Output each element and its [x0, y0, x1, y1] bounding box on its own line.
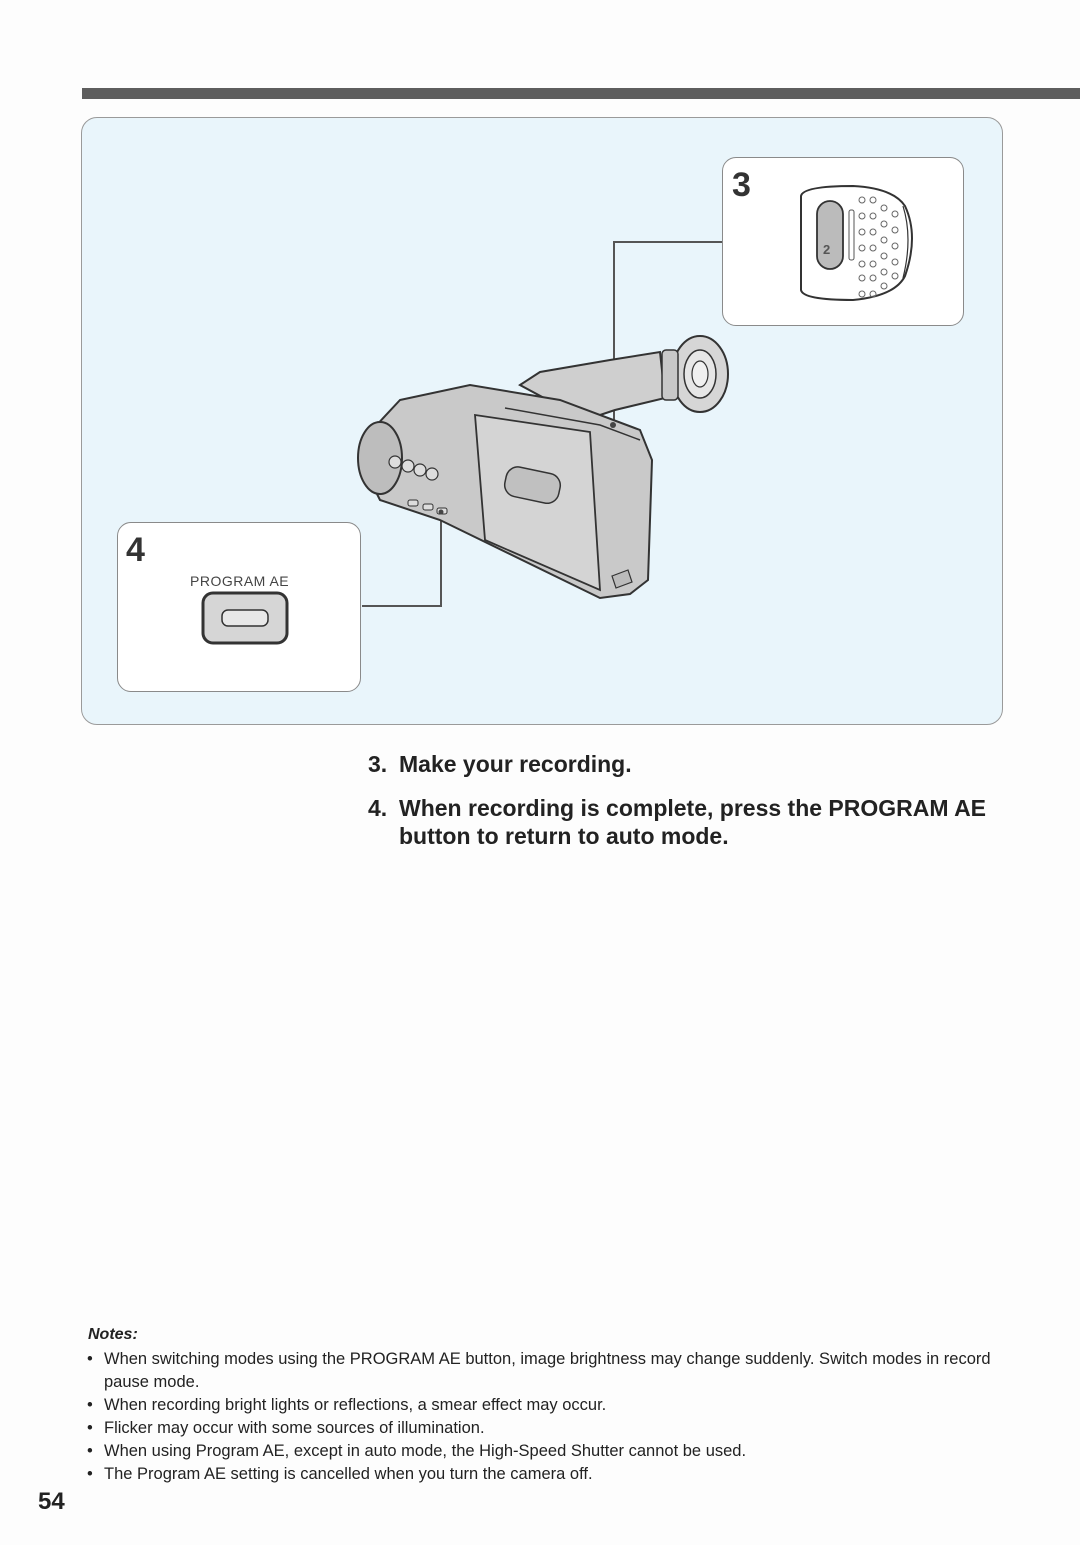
notes-list: When switching modes using the PROGRAM A…	[86, 1348, 1016, 1486]
notes-title: Notes:	[88, 1326, 138, 1343]
camcorder-drawing	[357, 241, 729, 607]
note-item: When using Program AE, except in auto mo…	[86, 1440, 1016, 1463]
note-item: The Program AE setting is cancelled when…	[86, 1463, 1016, 1486]
page-number: 54	[38, 1488, 65, 1515]
step-number: 4.	[368, 795, 388, 821]
mode-dial-icon	[800, 184, 913, 302]
step-text: Make your recording.	[399, 751, 632, 777]
note-item: When switching modes using the PROGRAM A…	[86, 1348, 1016, 1394]
program-ae-label: PROGRAM AE	[190, 573, 290, 589]
step-text: When recording is complete, press the PR…	[399, 795, 987, 849]
step-3: 3. Make your recording.	[368, 750, 1008, 778]
step-4: 4. When recording is complete, press the…	[368, 794, 1008, 850]
step-number: 3.	[368, 751, 388, 777]
callout-step-3: 3 2	[722, 157, 964, 326]
dial-position-label: 2	[823, 242, 831, 257]
instruction-steps: 3. Make your recording. 4. When recordin…	[368, 750, 1008, 866]
header-rule	[82, 88, 1080, 99]
notes-section: Notes: When switching modes using the PR…	[86, 1326, 1016, 1486]
callout-number: 3	[732, 166, 751, 204]
note-item: Flicker may occur with some sources of i…	[86, 1417, 1016, 1440]
program-ae-button-icon	[201, 591, 289, 645]
note-item: When recording bright lights or reflecti…	[86, 1394, 1016, 1417]
callout-number: 4	[126, 531, 145, 569]
